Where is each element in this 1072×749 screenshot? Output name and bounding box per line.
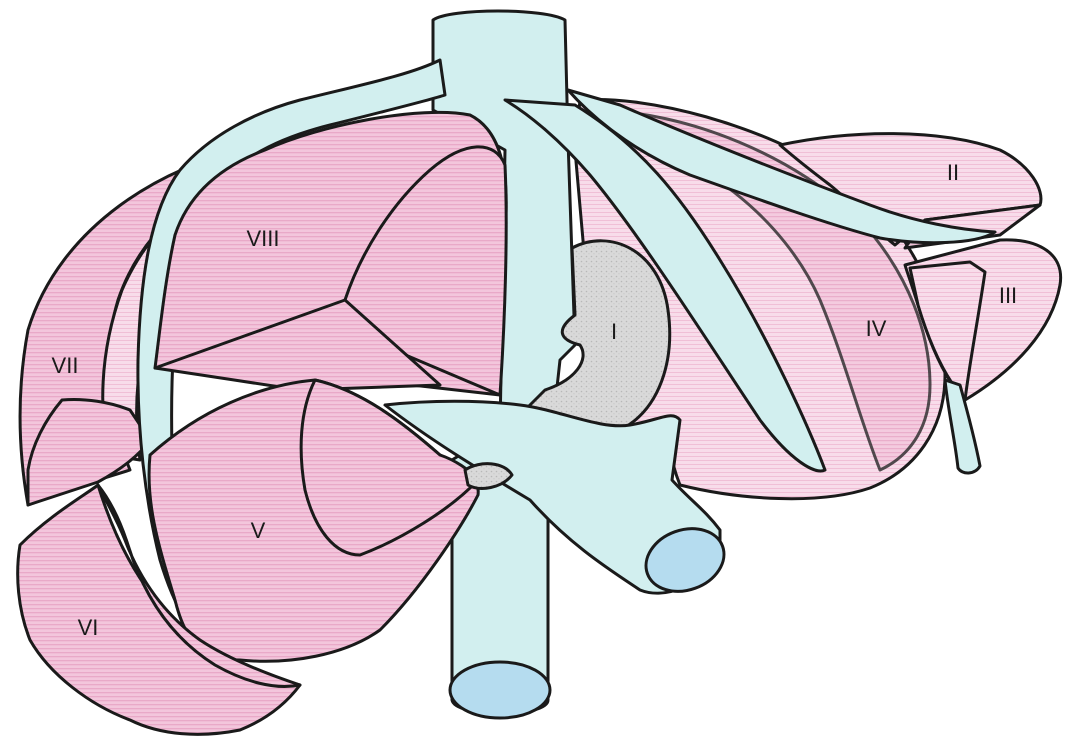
vena-cava-lumen-bottom <box>450 662 550 718</box>
label-segment-iii: III <box>999 283 1017 308</box>
label-segment-vii: VII <box>52 353 79 378</box>
label-segment-v: V <box>251 518 266 543</box>
label-segment-vi: VI <box>78 615 99 640</box>
label-segment-iv: IV <box>866 316 887 341</box>
label-segment-ii: II <box>947 160 959 185</box>
label-segment-viii: VIII <box>246 226 279 251</box>
label-segment-i: I <box>611 319 617 344</box>
